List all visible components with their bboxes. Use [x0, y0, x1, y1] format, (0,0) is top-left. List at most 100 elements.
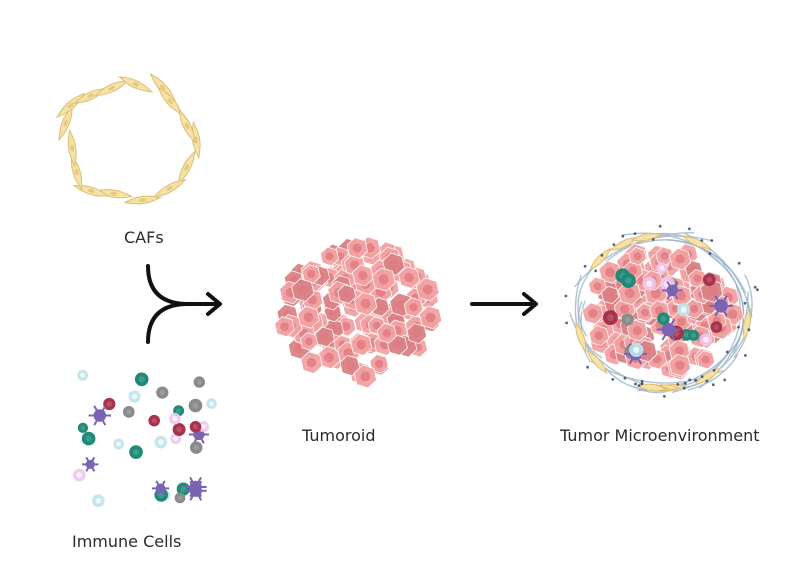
immune-cell [122, 406, 135, 418]
tumor-cell [301, 264, 321, 284]
immune-cell [602, 310, 618, 326]
immune-cell-dendritic [662, 281, 683, 300]
matrix-dot [725, 350, 729, 354]
matrix-dot [700, 239, 704, 242]
caf-cell [575, 321, 587, 353]
matrix-dot [753, 285, 757, 289]
tumor-cell [617, 281, 642, 306]
matrix-dot [712, 368, 716, 372]
tumor-cell [274, 316, 295, 338]
immune-cell [193, 376, 205, 388]
immune-cell-dendritic [82, 456, 99, 472]
immune-cell [710, 321, 723, 333]
tumor-cell [403, 297, 424, 318]
immune-cell [621, 273, 636, 288]
progression-arrow [470, 292, 538, 316]
matrix-dot [633, 232, 637, 236]
caf-cell [55, 92, 86, 119]
matrix-dot [688, 378, 692, 382]
tumor-cell [300, 351, 323, 374]
immune-cell [77, 422, 89, 434]
matrix-dot [634, 382, 637, 386]
caf-cell [67, 128, 77, 168]
caf-cell [742, 308, 751, 341]
caf-cell [681, 235, 712, 250]
tumor-cell [582, 302, 604, 325]
matrix-dot [651, 238, 655, 241]
immune-cell [103, 397, 116, 411]
immune-cell [134, 372, 149, 387]
immune-cell-dendritic [184, 476, 207, 498]
matrix-dot [682, 386, 686, 390]
caf-cell [70, 153, 83, 191]
immune-cell [176, 482, 190, 496]
tumor-microenvironment-spheroid [564, 224, 759, 398]
caf-cell [693, 367, 722, 386]
immune-cell [129, 445, 143, 459]
matrix-dot [611, 378, 615, 381]
matrix-dot [565, 321, 568, 325]
tumoroid-label: Tumoroid [302, 426, 376, 445]
matrix-dot [710, 239, 714, 242]
caf-cell [117, 76, 154, 93]
tumor-cell [398, 266, 421, 289]
tumor-cell [588, 276, 607, 296]
matrix-dot [640, 382, 644, 386]
immune-cell [156, 386, 169, 399]
matrix-dot [737, 261, 741, 265]
tumor-cell [601, 285, 620, 305]
immune-cell [702, 273, 716, 287]
tumor-cell [337, 284, 357, 304]
matrix-dot [711, 383, 715, 387]
matrix-dot [640, 380, 644, 383]
immune-cell-cluster [72, 369, 217, 508]
ecm-fiber [577, 268, 594, 337]
immune-cell-dendritic [88, 405, 111, 426]
caf-cell [149, 72, 177, 102]
immune-cell [188, 398, 203, 413]
merge-arrow-top-branch [146, 264, 188, 306]
immune-cell [148, 414, 160, 427]
tumor-cell [700, 279, 724, 303]
caf-cell [123, 195, 163, 205]
progression-arrow-head [522, 292, 538, 316]
matrix-dot [658, 224, 662, 228]
matrix-dot [700, 375, 704, 379]
tumor-cell [626, 319, 649, 342]
matrix-dot [586, 365, 589, 369]
tumor-cell [628, 247, 647, 266]
caf-cell [635, 383, 669, 392]
matrix-dot [747, 328, 751, 332]
ecm-fiber [708, 253, 745, 337]
matrix-dot [583, 264, 587, 268]
tumor-cell [319, 246, 340, 267]
cafs-label: CAFs [124, 228, 164, 247]
matrix-dot [663, 395, 666, 398]
tumor-cell [588, 325, 610, 347]
immune-cell [189, 441, 203, 454]
tumor-cell [314, 326, 335, 348]
tumor-cell [416, 277, 440, 302]
immune-cell-dendritic [151, 480, 170, 497]
matrix-dot [694, 379, 697, 382]
tumor-cell [339, 355, 361, 377]
tumoroid-spheroid [274, 236, 443, 389]
caf-cell [630, 233, 663, 242]
caf-cell [177, 150, 196, 185]
tumor-cell [371, 267, 396, 292]
merge-arrow-bottom-branch [146, 302, 188, 344]
caf-cell [588, 247, 612, 272]
tumor-cell [376, 322, 397, 344]
caf-cell [72, 185, 110, 197]
matrix-dot [676, 382, 680, 386]
tumor-cell [291, 278, 315, 302]
matrix-dot [756, 288, 759, 292]
merge-arrow-head [206, 292, 222, 316]
immune-cells-label: Immune Cells [72, 532, 182, 551]
ecm-fiber [574, 275, 591, 363]
tumor-cell [668, 353, 692, 377]
matrix-dot [564, 294, 568, 298]
tumor-cell [696, 350, 716, 370]
tumor-cell [353, 291, 378, 316]
matrix-dot [744, 354, 747, 357]
